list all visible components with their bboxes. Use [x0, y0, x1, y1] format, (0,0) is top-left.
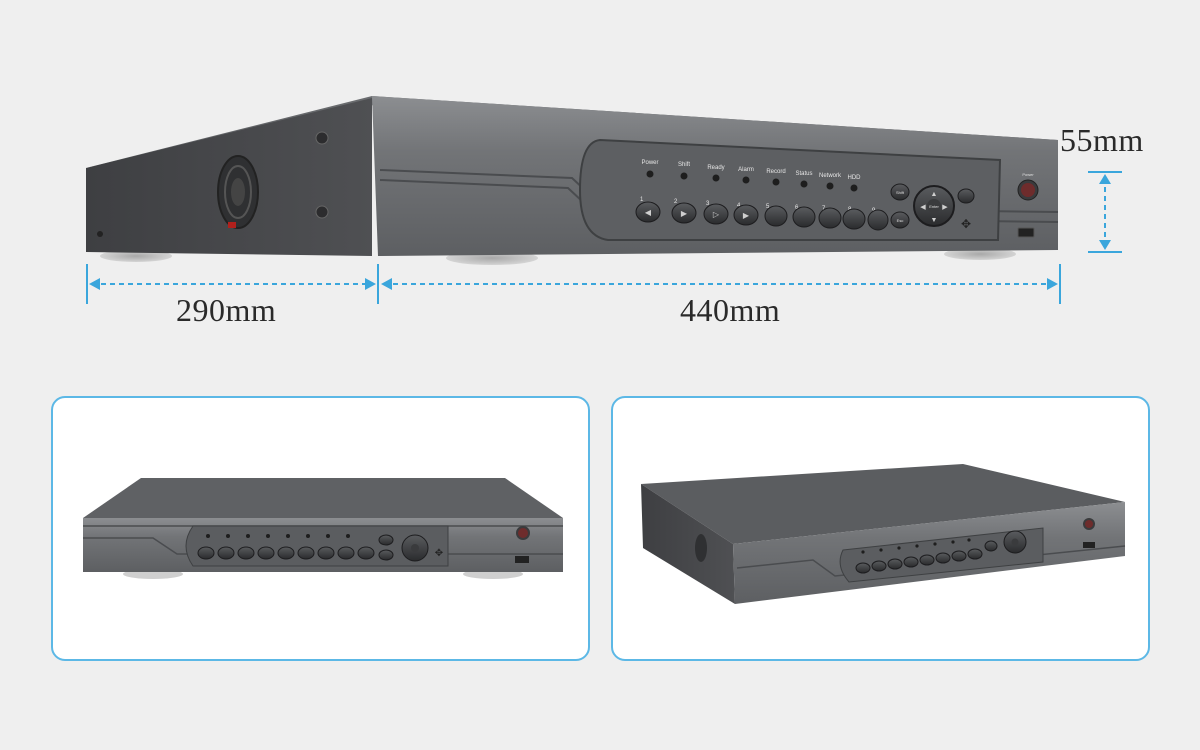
length-dimension-markers	[86, 264, 1061, 304]
menu-button[interactable]	[957, 188, 975, 204]
fast-forward-button[interactable]: ▶	[733, 204, 759, 226]
indicator-led	[826, 182, 834, 190]
width-label: 440mm	[680, 292, 781, 328]
angled-view-device	[641, 464, 1126, 604]
esc-button[interactable]: Esc	[890, 211, 910, 229]
screw-icon	[315, 205, 329, 219]
arrow-down-icon: ▼	[931, 217, 938, 224]
play-button[interactable]: ▷	[703, 203, 729, 225]
arrow-left-icon: ◀	[920, 204, 926, 211]
fan-icon	[217, 155, 259, 229]
main-device-illustration: Power Shift Ready Alarm Record Status Ne…	[86, 96, 1059, 265]
next-button[interactable]	[792, 206, 816, 228]
height-label: 55mm	[1060, 122, 1144, 158]
indicator-label: Ready	[707, 165, 724, 171]
button-9[interactable]	[867, 209, 889, 231]
arrow-right-icon: ▶	[942, 204, 948, 211]
indicator-led	[800, 180, 808, 188]
height-dimension-marker	[1088, 171, 1122, 253]
front-view-panel: ✥	[51, 396, 590, 661]
screw-icon	[97, 231, 103, 237]
enter-label: Enter	[929, 204, 939, 209]
indicator-label: HDD	[848, 175, 862, 181]
button-number: 4	[737, 203, 741, 209]
power-button[interactable]	[1017, 179, 1039, 201]
indicator-label: Record	[766, 169, 785, 175]
indicator-label: Alarm	[738, 167, 754, 173]
indicator-led	[772, 178, 780, 186]
button-number: 1	[640, 197, 644, 203]
button-8[interactable]	[842, 208, 866, 230]
indicator-led	[850, 184, 858, 192]
depth-label: 290mm	[176, 292, 277, 328]
screw-icon	[315, 131, 329, 145]
indicator-led	[646, 170, 654, 178]
svg-text:▶: ▶	[681, 209, 688, 218]
button-number: 6	[795, 205, 799, 211]
indicator-led	[680, 172, 688, 180]
button-number: 5	[766, 204, 770, 210]
shift-button[interactable]: Shift	[890, 183, 910, 201]
indicator-label: Power	[641, 160, 658, 166]
svg-text:✥: ✥	[961, 217, 971, 231]
svg-text:✥: ✥	[435, 548, 443, 559]
indicator-led	[712, 174, 720, 182]
svg-text:Shift: Shift	[896, 190, 905, 195]
svg-text:▷: ▷	[713, 210, 720, 219]
svg-text:◀: ◀	[645, 208, 652, 217]
indicator-led	[742, 176, 750, 184]
prev-button[interactable]	[764, 205, 788, 227]
foot	[944, 248, 1016, 260]
front-view-device: ✥	[83, 478, 563, 579]
rewind-button[interactable]: ◀	[635, 201, 661, 223]
foot	[100, 250, 172, 262]
arrow-up-icon: ▲	[931, 191, 938, 198]
indicator-label: Network	[819, 173, 842, 179]
direction-pad[interactable]: Enter ▲ ▼ ◀ ▶	[913, 185, 955, 227]
indicator-label: Shift	[678, 162, 690, 168]
button-number: 7	[822, 206, 826, 212]
usb-port	[1017, 227, 1035, 238]
button-number: 2	[674, 199, 678, 205]
svg-text:▶: ▶	[743, 211, 750, 220]
svg-text:Esc: Esc	[897, 218, 904, 223]
angled-view-panel	[611, 396, 1150, 661]
indicator-row: Power Shift Ready Alarm Record Status Ne…	[641, 160, 861, 192]
indicator-label: Status	[795, 171, 812, 177]
button-7[interactable]	[818, 207, 842, 229]
pause-button[interactable]: ▶	[671, 202, 697, 224]
power-label: Power	[1022, 172, 1034, 177]
button-number: 3	[706, 201, 710, 207]
jog-icon: ✥	[961, 217, 971, 231]
